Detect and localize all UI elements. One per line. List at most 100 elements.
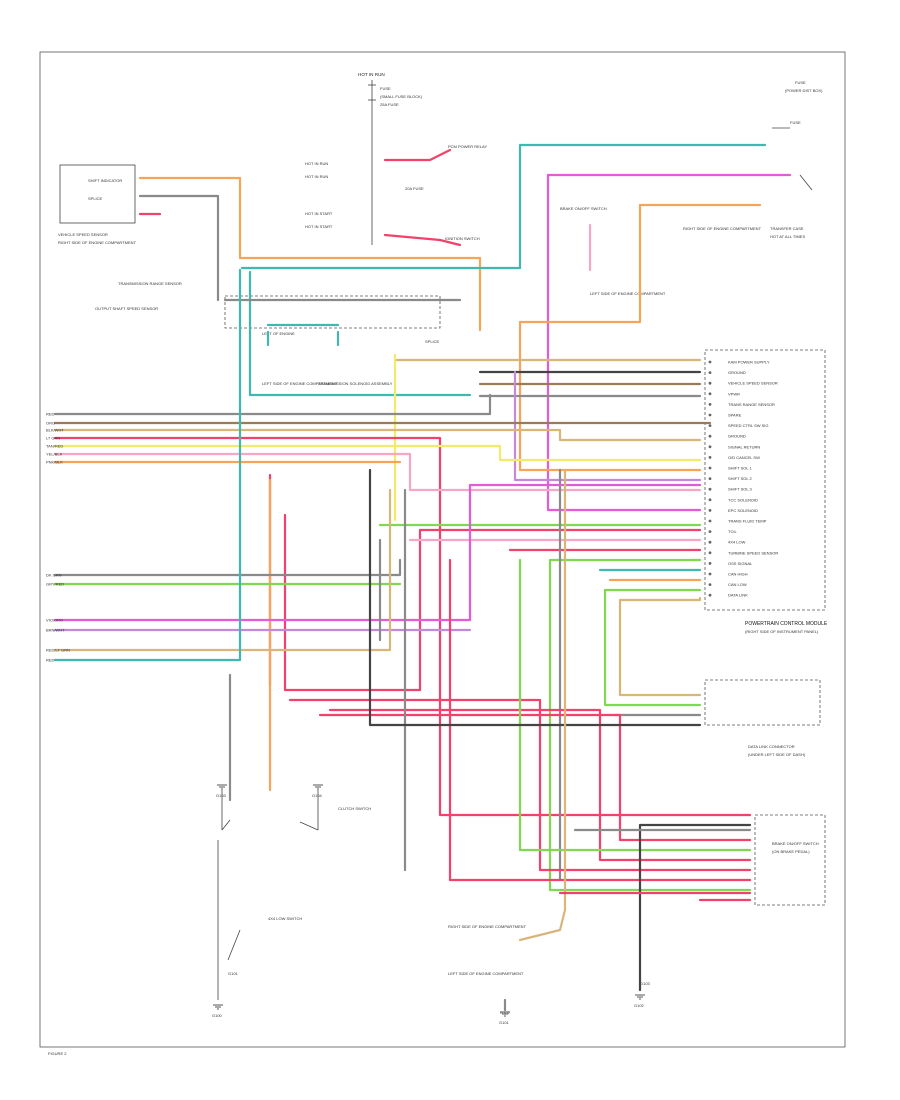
ignition-switch-label: IGNITION SWITCH bbox=[445, 236, 480, 241]
upper-mid-components: TRANSMISSION RANGE SENSOR OUTPUT SHAFT S… bbox=[95, 206, 762, 386]
pcm-pin-14: TCC SOLENOID bbox=[728, 497, 758, 502]
tcc-switch-label: 4X4 LOW SWITCH bbox=[268, 916, 302, 921]
data-link-connector: DATA LINK CONNECTOR (UNDER LEFT SIDE OF … bbox=[704, 679, 821, 757]
ground-label: G104 bbox=[312, 793, 323, 798]
wire-magenta-43 bbox=[53, 483, 702, 622]
pcm-pin-dot bbox=[708, 466, 712, 470]
ground-icon: G103 bbox=[216, 784, 227, 798]
fuse-top-label: FUSE bbox=[380, 86, 391, 91]
trans-solenoid-label: TRANSMISSION SOLENOID ASSEMBLY bbox=[318, 381, 393, 386]
wire-gray-41 bbox=[53, 558, 402, 577]
ground-g103-note: G103 bbox=[640, 981, 651, 986]
left-pin-label: LT GRN bbox=[46, 436, 60, 441]
ground-label: G102 bbox=[634, 1003, 645, 1008]
pcm-pin-dot bbox=[708, 424, 712, 427]
pcm-relay-label: PCM POWER RELAY bbox=[448, 144, 487, 149]
pcm-pin-dot bbox=[708, 509, 712, 512]
wire-gray-21 bbox=[53, 393, 492, 416]
left-pin-label: PNK/BLK bbox=[46, 460, 63, 465]
left-pin-label: BRN/WHT bbox=[46, 628, 65, 633]
data-link-sub: (UNDER LEFT SIDE OF DASH) bbox=[748, 752, 806, 757]
vss-pin-1: SHIFT INDICATOR bbox=[88, 178, 122, 183]
pcm-sub: (RIGHT SIDE OF INSTRUMENT PANEL) bbox=[745, 629, 819, 634]
wire-gray-2 bbox=[138, 194, 220, 302]
fuse-top-right: FUSE (POWER DIST BOX) FUSE TRANSFER CASE… bbox=[770, 80, 823, 239]
wire-black-54 bbox=[368, 468, 702, 727]
footer-label: FIGURE 2 bbox=[48, 1051, 67, 1056]
pcm-pin-15: EPC SOLENOID bbox=[728, 508, 758, 513]
pcm-pin-dot bbox=[708, 477, 712, 480]
pcm-title: POWERTRAIN CONTROL MODULE bbox=[745, 621, 828, 627]
pcm-pin-dot bbox=[708, 381, 712, 385]
ground-icon: G102 bbox=[634, 994, 645, 1008]
pcm-pin-dot bbox=[708, 371, 712, 374]
wire-red-51 bbox=[448, 558, 752, 882]
hot-in-run-label-2: HOT IN RUN bbox=[305, 174, 328, 179]
wire-red-9 bbox=[383, 233, 462, 247]
fuse-top-right-label-2: FUSE bbox=[790, 120, 801, 125]
fuse-20a: 20A FUSE bbox=[405, 186, 424, 191]
pcm-pin-21: CAN HIGH bbox=[728, 572, 748, 577]
pcm-pin-dot bbox=[708, 498, 712, 502]
splice-label-upper: SPLICE bbox=[425, 339, 440, 344]
left-pin-label: RED/LT GRN bbox=[46, 648, 70, 653]
wire-red-50 bbox=[328, 708, 752, 862]
brake-switch-lower: BRAKE ON/OFF SWITCH (ON BRAKE PEDAL) bbox=[754, 814, 826, 906]
ground-icon: G100 bbox=[212, 1004, 223, 1018]
brake-switch-label: BRAKE ON/OFF SWITCH bbox=[560, 206, 607, 211]
ground-icon: G104 bbox=[312, 784, 323, 798]
pcm-pin-3: VEHICLE SPEED SENSOR bbox=[728, 381, 778, 386]
pcm-pin-2: GROUND bbox=[728, 370, 746, 375]
pcm-pin-dot bbox=[708, 551, 712, 555]
ground-label: G100 bbox=[212, 1013, 223, 1018]
vss-pin-2: SPLICE bbox=[88, 196, 103, 201]
wire-teal-4 bbox=[240, 143, 767, 270]
pcm-pin-dot bbox=[708, 403, 712, 406]
pcm-pin-9: SIGNAL RETURN bbox=[728, 444, 760, 449]
pcm-pin-dot bbox=[708, 445, 712, 449]
pcm-pin-dot bbox=[708, 456, 712, 459]
pcm-pin-8: GROUND bbox=[728, 434, 746, 439]
hot-in-start-label-2: HOT IN START bbox=[305, 224, 333, 229]
wire-teal-14 bbox=[266, 323, 340, 347]
pcm-pin-12: SHIFT SOL 2 bbox=[728, 476, 753, 481]
wire-orange-1 bbox=[138, 176, 482, 332]
left-pin-label: ORG bbox=[46, 421, 55, 426]
pcm-pin-dot bbox=[708, 392, 712, 396]
left-pin-label: RED bbox=[46, 658, 55, 663]
diagram-frame bbox=[39, 51, 846, 1048]
wire-red-29 bbox=[283, 513, 702, 692]
pcm-pin-dot bbox=[708, 593, 712, 597]
wire-tan-23 bbox=[53, 428, 702, 442]
pcm-pin-dot bbox=[708, 360, 712, 364]
left-pin-label: YEL/BLK bbox=[46, 452, 63, 457]
ground-label: G101 bbox=[499, 1020, 510, 1025]
brake-lower-sub: (ON BRAKE PEDAL) bbox=[772, 849, 810, 854]
pcm-pin-13: SHIFT SOL 3 bbox=[728, 487, 753, 492]
data-link-label: DATA LINK CONNECTOR bbox=[748, 744, 795, 749]
pcm-pin-4: VPWR bbox=[728, 391, 740, 396]
ground-g101-note: G101 bbox=[228, 971, 239, 976]
pcm-pin-5: TRANS RANGE SENSOR bbox=[728, 402, 775, 407]
wire-tan-45 bbox=[53, 488, 392, 652]
pcm-pin-dot bbox=[708, 434, 712, 438]
fuse-top-sub: (SMALL FUSE BLOCK) bbox=[380, 94, 423, 99]
pcm-pin-7: SPEED CTRL SW SIG bbox=[728, 423, 769, 428]
hot-at-all-times-2: HOT AT ALL TIMES bbox=[770, 234, 805, 239]
wire-yellow-25 bbox=[53, 444, 702, 462]
pcm-pin-dot bbox=[708, 583, 712, 586]
relay-right-label: RIGHT SIDE OF ENGINE COMPARTMENT bbox=[683, 226, 762, 231]
wire-red-48 bbox=[318, 713, 752, 842]
wire-orange-11 bbox=[518, 203, 702, 472]
lower-mid-labels: RIGHT SIDE OF ENGINE COMPARTMENT LEFT SI… bbox=[448, 924, 651, 1015]
wire-harness bbox=[53, 143, 792, 1012]
wire-red-8 bbox=[383, 148, 452, 162]
pcm-pin-18: 4X4 LOW bbox=[728, 540, 746, 545]
left-pin-label: VIO/ORG bbox=[46, 618, 63, 623]
pcm-pin-19: TURBINE SPEED SENSOR bbox=[728, 550, 778, 555]
left-engine-comp: LEFT SIDE OF ENGINE COMPARTMENT bbox=[262, 381, 338, 386]
pcm-pin-dot bbox=[708, 572, 712, 576]
oss-label: OUTPUT SHAFT SPEED SENSOR bbox=[95, 306, 158, 311]
